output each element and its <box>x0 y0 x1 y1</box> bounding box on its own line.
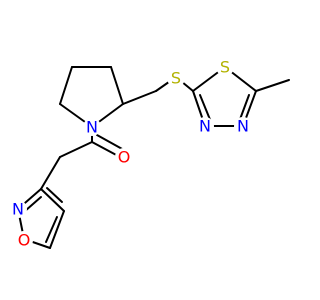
bond-isoxazole-c3-c4-double <box>46 187 63 203</box>
bond-methyl <box>255 79 290 92</box>
bond-ch2-isoxazole <box>40 156 61 190</box>
atom-label-n-isoxazole: N <box>12 200 24 219</box>
bond-carbonyl-o-double <box>96 134 125 151</box>
atom-o-isoxazole: O <box>15 231 33 250</box>
atom-o-carbonyl: O <box>115 148 133 167</box>
atom-label-n-thiadiazole-left: N <box>199 117 211 136</box>
bond-isoxazole-n-c3-double <box>24 196 42 212</box>
bond-carbonyl-ch2 <box>59 141 93 158</box>
bond-isoxazole-c5-c4-double <box>45 216 58 243</box>
atom-n-thiadiazole-left: N <box>196 117 214 136</box>
molecule-structure-diagram: N O S S N N N O <box>9 57 290 250</box>
atom-n-thiadiazole-right: N <box>234 117 252 136</box>
bond-pyrrolidine-3 <box>110 66 124 105</box>
bond-thiadiazole-n3-c2-double <box>199 94 212 123</box>
bond-ring-ch2 <box>122 90 157 105</box>
atom-n-isoxazole: N <box>9 200 27 219</box>
atoms: N O S S N N N O <box>9 58 252 250</box>
bonds <box>17 66 290 249</box>
bond-carbonyl-o <box>91 141 121 158</box>
bond-isoxazole-c3-c4 <box>40 188 65 212</box>
bond-isoxazole-c4-c5 <box>49 210 65 249</box>
atom-label-s-thioether: S <box>171 69 181 88</box>
atom-label-o-isoxazole: O <box>18 231 31 250</box>
atom-s-thioether: S <box>167 69 185 88</box>
atom-label-s-ring: S <box>220 58 230 77</box>
atom-label-o-carbonyl: O <box>118 148 131 167</box>
atom-label-n-thiadiazole-right: N <box>237 117 249 136</box>
atom-label-n-pyrrolidine: N <box>86 118 98 137</box>
bond-pyrrolidine-1 <box>59 66 73 105</box>
atom-s-ring: S <box>216 58 234 77</box>
atom-n-pyrrolidine: N <box>83 118 101 137</box>
